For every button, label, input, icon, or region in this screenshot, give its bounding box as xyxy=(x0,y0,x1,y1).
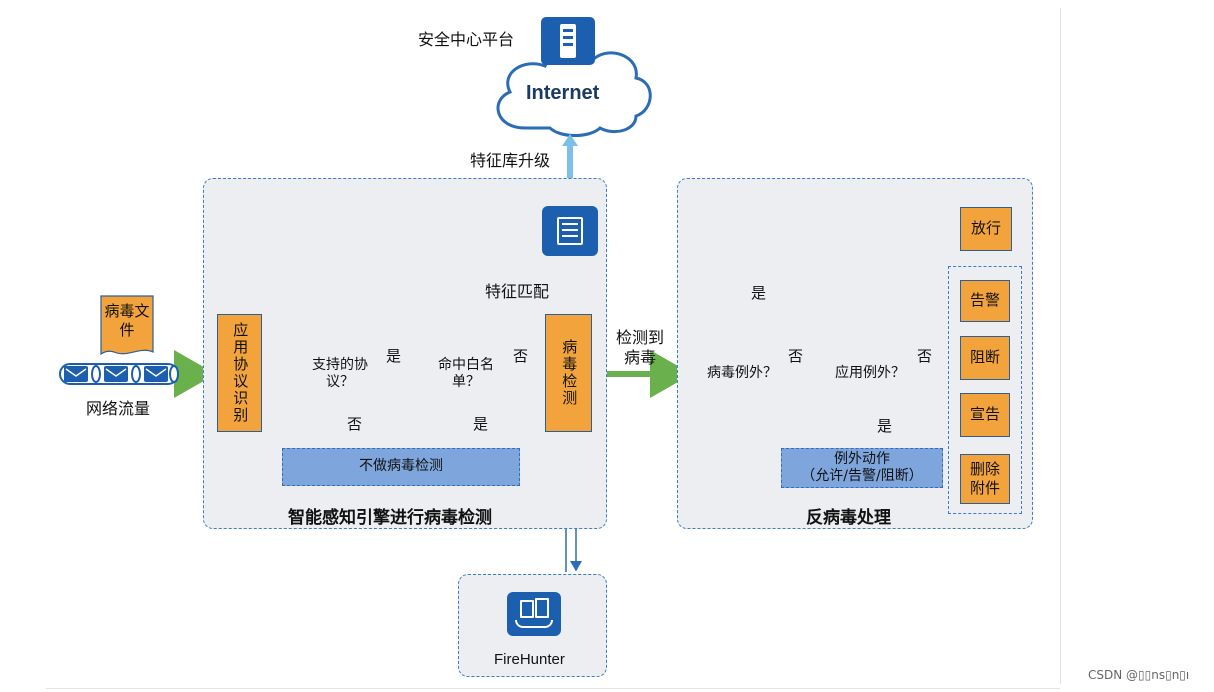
antivirus-title: 反病毒处理 xyxy=(806,508,891,528)
exception-action-options: （允许/告警/阻断） xyxy=(801,468,923,484)
no-label-4: 否 xyxy=(917,347,933,365)
virus-detect-label: 病毒检测 xyxy=(560,339,579,407)
exception-action-title: 例外动作 xyxy=(834,450,890,467)
virus-file-icon xyxy=(100,295,154,356)
release-box: 放行 xyxy=(960,207,1012,251)
signature-upgrade-label: 特征库升级 xyxy=(470,151,551,170)
no-label-1: 否 xyxy=(347,415,363,433)
no-detection-box: 不做病毒检测 xyxy=(282,448,520,486)
internet-label: Internet xyxy=(526,82,600,104)
watermark: CSDN @▯▯ns▯n▯ı xyxy=(1088,668,1190,682)
security-center-label: 安全中心平台 xyxy=(418,30,515,49)
yes-label-3: 是 xyxy=(877,417,893,435)
network-traffic-label: 网络流量 xyxy=(86,399,151,418)
block-action-label: 阻断 xyxy=(969,348,1000,367)
bottom-divider xyxy=(46,688,1060,689)
supported-protocol-label: 支持的协议？ xyxy=(312,356,368,391)
yes-label-2: 是 xyxy=(473,415,489,433)
signature-database-icon xyxy=(542,206,598,256)
no-label-2: 否 xyxy=(513,347,529,365)
firehunter-icon xyxy=(507,592,561,636)
release-label: 放行 xyxy=(970,219,1001,238)
announce-action-box: 宣告 xyxy=(960,393,1010,437)
no-detection-label: 不做病毒检测 xyxy=(359,458,443,475)
protocol-identify-box: 应用协议识别 xyxy=(217,314,262,432)
virus-exception-label: 病毒例外？ xyxy=(707,365,777,382)
internet-cloud-icon xyxy=(496,49,652,137)
virus-found-label: 检测到病毒 xyxy=(615,328,664,367)
virus-file-label: 病毒文件 xyxy=(104,302,150,339)
virus-detect-box: 病毒检测 xyxy=(545,314,592,432)
announce-action-label: 宣告 xyxy=(969,405,1000,424)
app-exception-label: 应用例外？ xyxy=(835,365,905,382)
signature-match-label: 特征匹配 xyxy=(485,282,550,301)
delete-attachment-action-box: 删除附件 xyxy=(960,454,1010,504)
protocol-identify-label: 应用协议识别 xyxy=(231,322,250,424)
alert-action-label: 告警 xyxy=(969,291,1000,310)
yes-release-label: 是 xyxy=(751,284,767,302)
detection-engine-title: 智能感知引擎进行病毒检测 xyxy=(288,508,492,528)
network-traffic-icon xyxy=(59,363,179,385)
delete-attachment-action-label: 删除附件 xyxy=(969,459,1000,498)
no-label-3: 否 xyxy=(788,347,804,365)
whitelist-label: 命中白名单？ xyxy=(438,356,494,391)
block-action-box: 阻断 xyxy=(960,336,1010,380)
exception-action-box: 例外动作 （允许/告警/阻断） xyxy=(781,448,943,488)
yes-label-1: 是 xyxy=(386,347,402,365)
server-icon xyxy=(541,17,595,65)
page-divider xyxy=(1060,8,1061,684)
alert-action-box: 告警 xyxy=(960,280,1010,322)
firehunter-label: FireHunter xyxy=(494,651,565,668)
